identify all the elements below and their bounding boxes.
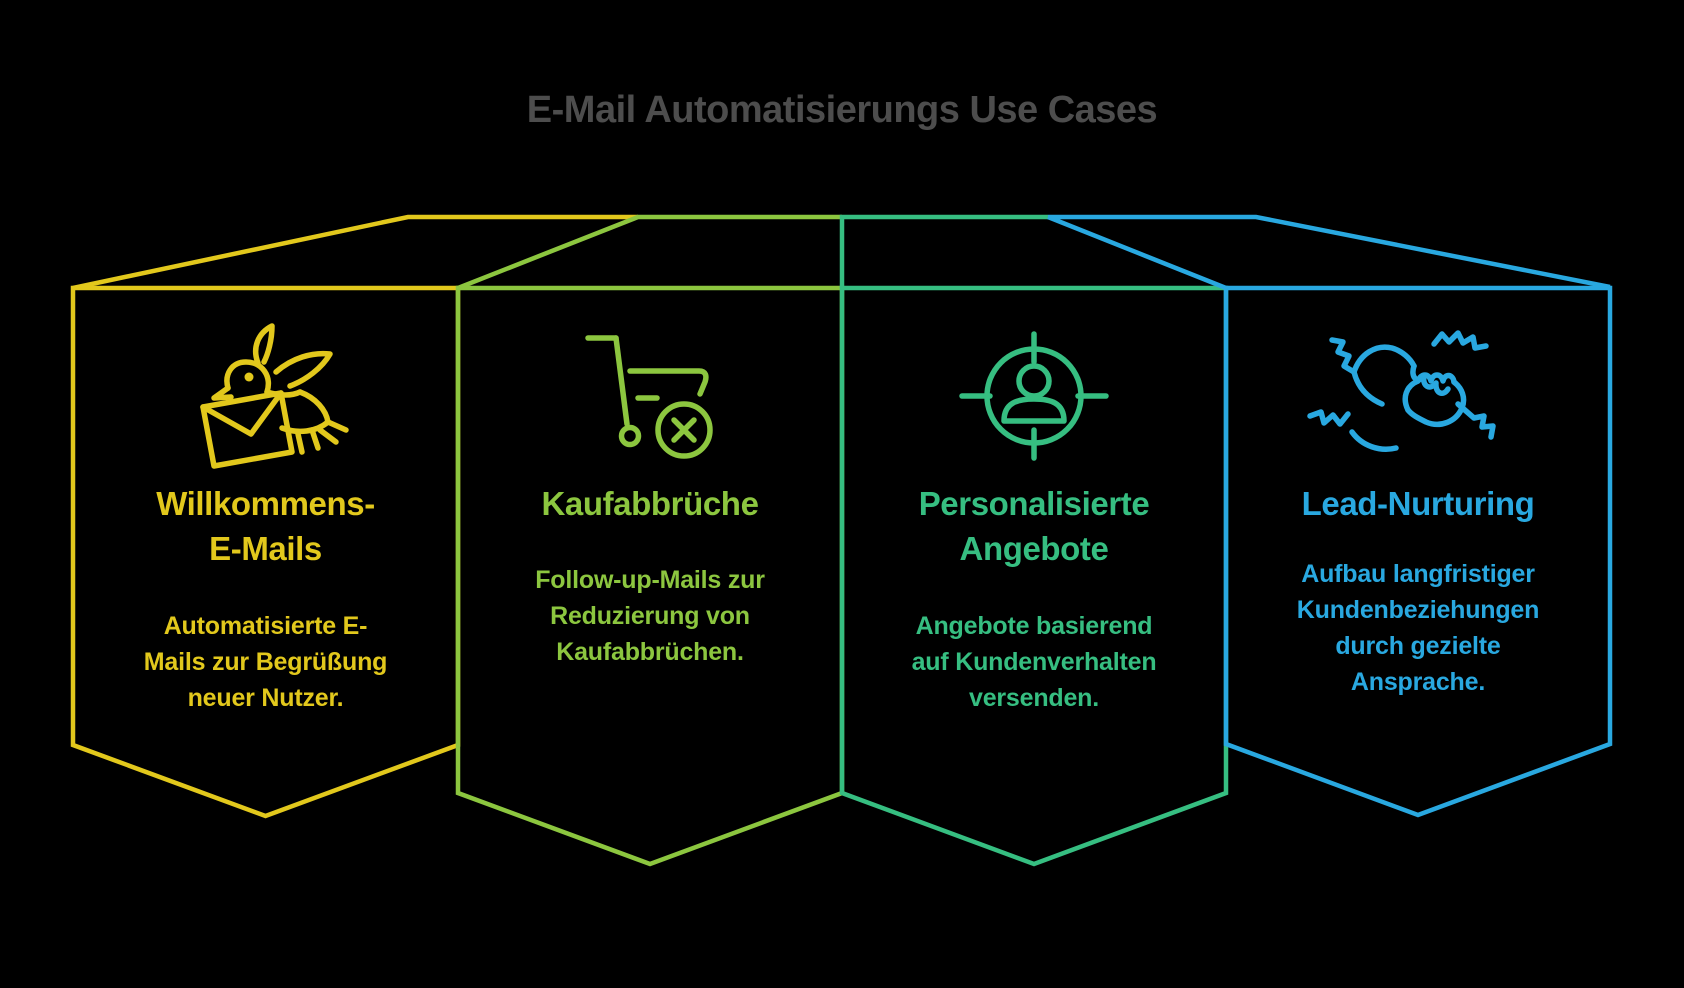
card-title-willkommens: Willkommens- E-Mails bbox=[156, 485, 375, 567]
card-outline bbox=[839, 285, 1229, 867]
card-description-lead-nurturing: Aufbau langfristiger Kundenbeziehungen d… bbox=[1296, 560, 1540, 696]
banner-fold bbox=[457, 214, 842, 291]
card-shape-willkommens bbox=[70, 214, 638, 819]
bird-with-envelope-icon bbox=[200, 323, 349, 469]
card-title-lead-nurturing: Lead-Nurturing bbox=[1301, 485, 1535, 522]
card-outline bbox=[1223, 285, 1613, 818]
page-title: E-Mail Automatisierungs Use Cases bbox=[526, 89, 1158, 131]
card-shape-lead-nurturing bbox=[1047, 214, 1613, 818]
card-outline bbox=[455, 285, 845, 867]
card-shape-kaufabbrueche bbox=[455, 214, 845, 867]
card-description-personalisierte: Angebote basierend auf Kundenverhalten v… bbox=[911, 612, 1157, 712]
banner-fold bbox=[839, 214, 1048, 288]
hands-partnership-icon bbox=[1307, 330, 1496, 452]
card-description-kaufabbrueche: Follow-up-Mails zur Reduzierung von Kauf… bbox=[535, 566, 765, 666]
card-outline bbox=[70, 285, 461, 819]
card-shape-personalisierte bbox=[839, 214, 1229, 867]
customer-target-icon bbox=[959, 331, 1109, 461]
card-title-kaufabbrueche: Kaufabbrüche bbox=[541, 485, 759, 522]
banner-fold bbox=[1047, 214, 1611, 291]
card-description-willkommens: Automatisierte E- Mails zur Begrüßung ne… bbox=[143, 612, 388, 712]
abandoned-cart-icon bbox=[585, 335, 713, 459]
card-title-personalisierte: Personalisierte Angebote bbox=[918, 485, 1150, 567]
banner-fold bbox=[72, 214, 638, 291]
